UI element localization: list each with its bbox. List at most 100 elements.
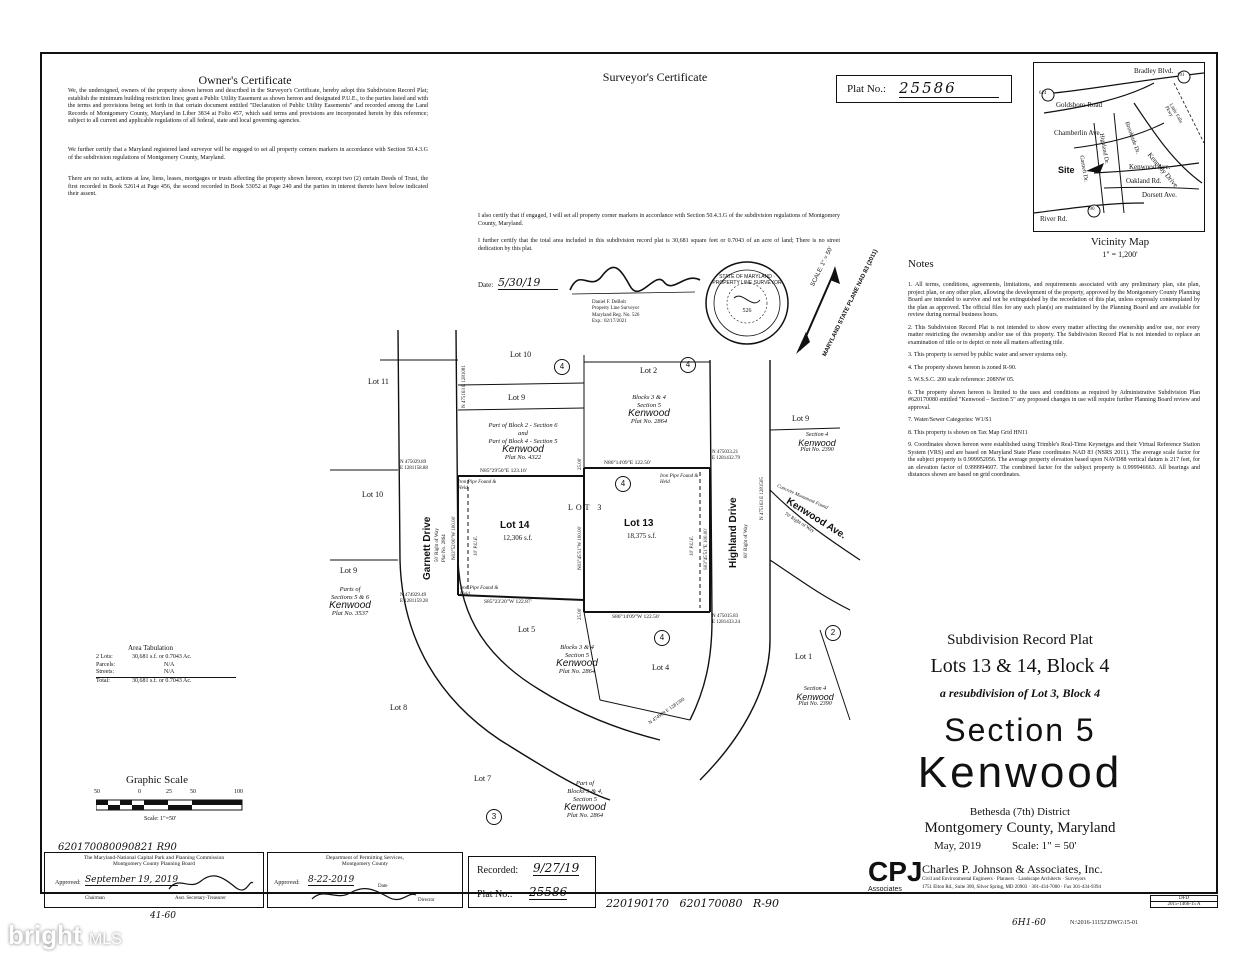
part-block2-line2: and (518, 430, 528, 437)
grid-right: 6H1-60 (1012, 918, 1046, 928)
plat-sheet (40, 52, 1218, 894)
owners-certificate-title: Owner's Certificate (198, 73, 292, 87)
area-row-lots: 2 Lots: 30,681 s.f. or 0.7043 Ac. (96, 654, 316, 662)
owners-certificate-p3: There are no suits, actions at law, lien… (68, 176, 428, 197)
signature-date: 5/30/19 (498, 276, 558, 290)
kenwood-label-5: Kenwood (556, 658, 598, 669)
coord-hd-e: E 1281505 (760, 477, 765, 499)
block-circle-4b: 4 (680, 357, 696, 373)
dim-25-bottom: 25.00' (578, 607, 583, 620)
plat-number-value: 25586 (899, 79, 999, 98)
plat-3537: Plat No. 3537 (331, 610, 369, 617)
coord-ne-n: N 475033.21 (712, 450, 739, 455)
plat-4322: Plat No. 4322 (504, 454, 542, 461)
lot-label-3: LOT 3 (568, 503, 605, 512)
mncppc-line1: The Maryland-National Capital Park and P… (83, 855, 225, 861)
area-row-total-label: Total: (96, 677, 110, 684)
dps-line2: Montgomery County (341, 861, 389, 867)
plat-2390-lower: Plat No. 2390 (798, 701, 832, 707)
area-row-parcels-label: Parcels: (96, 661, 115, 668)
title-heading: Subdivision Record Plat (947, 632, 1093, 648)
handwritten-plan-number: 620170080090821 R90 (58, 842, 177, 853)
street-garnett-row: 50' Right of Way (435, 528, 440, 562)
north-arrow-icon (796, 266, 840, 354)
lot-label-11: Lot 11 (368, 377, 389, 386)
coord-se-n: N 475015.83 (712, 614, 739, 619)
scale-tick-100: 100 (234, 789, 243, 795)
lot-14-name: Lot 14 (500, 520, 530, 531)
surveyor-block: Daniel F. DeBolt Property Line Surveyor … (592, 300, 682, 326)
block-circle-4a: 4 (554, 359, 570, 375)
surveyor-seal: STATE OF MARYLAND · PROPERTY LINE SURVEY… (704, 260, 790, 346)
kenwood-label-6: Kenwood (796, 691, 834, 702)
blocks34-top-line2: Section 5 (636, 402, 661, 409)
vicinity-map: 614 191 190 Bradley Blvd. Goldsboro Road… (1033, 62, 1205, 232)
part-block2-note: Part of Block 2 - Section 6 and Part of … (468, 422, 578, 462)
part-blocks34-line1: Part of (575, 780, 595, 787)
road-kenwood: Kenwood Ave. (1129, 163, 1171, 171)
title-name: Kenwood (917, 748, 1123, 797)
area-tabulation-title: Area Tabulation (128, 644, 174, 652)
part-block2-line3: Part of Block 4 - Section 5 (488, 438, 558, 445)
bearing-center: N03°45'51"W 100.00' (578, 525, 583, 570)
blocks34-mid-note: Blocks 3 & 4 Section 5 Kenwood Plat No. … (532, 644, 622, 676)
vicinity-site-label: Site (1058, 165, 1075, 175)
mncppc-secretary: Asst. Secretary-Treasurer (175, 896, 226, 901)
grid-left: 41-60 (150, 911, 176, 921)
surveyor-signature (569, 266, 701, 295)
mncppc-signature (168, 875, 254, 891)
part-blocks34-line3: Section 5 (572, 796, 597, 803)
title-district: Bethesda (7th) District (969, 806, 1071, 818)
iron-pipe-3: Iron Pipe Found & Held (460, 586, 499, 598)
notes-list: 1. All terms, conditions, agreements, li… (908, 282, 1200, 485)
title-date: May, 2019 (934, 840, 981, 852)
coord-top-n: N 475163 (462, 388, 467, 408)
bearing-north-top: N85°29'50"E 123.16' (480, 468, 527, 474)
road-oakland: Oakland Rd. (1126, 177, 1162, 185)
route-614: 614 (1039, 91, 1047, 96)
coord-sw-n: N 474929.49 (400, 593, 427, 598)
dps-approved-label: Approved: (274, 880, 300, 886)
mncppc-chairman: Chairman (85, 896, 105, 901)
plat-2864-bottom: Plat No. 2864 (566, 812, 604, 819)
firm-associates: Associates (868, 886, 902, 893)
coord-nw-n: N 475029.89 (400, 460, 427, 465)
lot-label-9-upper: Lot 9 (508, 393, 526, 402)
surveyor-title: Property Line Surveyor (592, 306, 640, 312)
street-highland-row: 60' Right of Way (744, 524, 749, 558)
firm-logo: CPJ (868, 856, 923, 887)
lot-label-10-top: Lot 10 (510, 350, 532, 359)
parts56-note: Parts of Sections 5 & 6 Kenwood Plat No.… (300, 586, 400, 618)
part-blocks34-note: Part of Blocks 3 & 4, Section 5 Kenwood … (540, 780, 630, 820)
note-5: 5. W.S.S.C. 200 scale reference: 208NW 0… (908, 377, 1015, 383)
note-4: 4. The property shown hereon is zoned R-… (908, 364, 1017, 371)
firm-services: Civil and Environmental Engineers · Plan… (922, 877, 1086, 882)
seal-number: 526 (742, 308, 752, 314)
dps-signature (311, 888, 417, 901)
seal-text: STATE OF MARYLAND · PROPERTY LINE SURVEY… (712, 274, 782, 286)
surveyors-certificate-p2: I further certify that the total area in… (478, 238, 840, 252)
kenwood-label-1: Kenwood (502, 444, 544, 455)
owners-certificate-p1: We, the undersigned, owners of the prope… (68, 88, 428, 124)
area-row-lots-label: 2 Lots: (96, 654, 113, 660)
parts56-line1: Parts of (339, 586, 361, 593)
lot-14-area: 12,306 s.f. (503, 534, 533, 542)
section4-upper-line1: Section 4 (805, 432, 829, 438)
bearing-east: S03°45'51"E 100.00' (704, 528, 709, 570)
coord-se-e: E 1281433.24 (712, 620, 741, 626)
title-scale: Scale: 1" = 50' (1012, 840, 1077, 852)
block-circle-3: 3 (486, 809, 502, 825)
scale-tick-50-left: 50 (94, 789, 100, 795)
area-row-lots-value: 30,681 s.f. or 0.7043 Ac. (132, 654, 192, 660)
mncppc-line2: Montgomery County Planning Board (112, 861, 196, 867)
note-8: 8. This property is shown on Tax Map Gri… (908, 429, 1028, 436)
section4-lower-line1: Section 4 (803, 686, 827, 692)
iron-pipe-2: Iron Pipe Found & Held (660, 474, 699, 486)
signature-date-label: Date: (478, 281, 494, 289)
street-highland: Highland Drive (728, 497, 739, 568)
dps-date-label: Date (378, 884, 388, 889)
surveyor-exp: Exp.: 02/17/2021 (592, 319, 627, 325)
